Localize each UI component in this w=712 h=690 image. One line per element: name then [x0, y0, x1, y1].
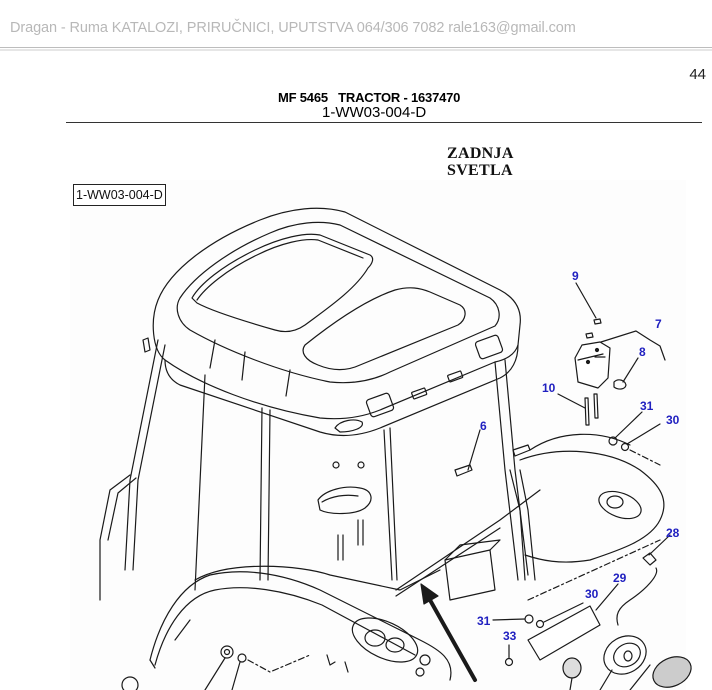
cab-left-glass: [194, 374, 206, 591]
grommet-2: [237, 653, 247, 663]
part-31-nut-upper: [608, 436, 618, 446]
fender-outer: [149, 571, 452, 681]
roof-panel-right: [302, 287, 466, 371]
document-code: 1-WW03-004-D: [322, 104, 427, 121]
part-31-nut-lower: [524, 614, 534, 624]
figure-reference-box: 1-WW03-004-D: [73, 184, 166, 206]
section-title: ZADNJA SVETLA: [447, 145, 514, 179]
part-7-lamp-body: [574, 341, 611, 389]
roof-handle: [334, 419, 363, 433]
grommet-1: [220, 645, 234, 659]
part-30-washer-lower: [535, 619, 545, 629]
cab-body: [99, 339, 541, 601]
cab-roof: [152, 207, 521, 437]
part-10-screw-1: [584, 397, 590, 426]
section-title-line-1: ZADNJA: [447, 145, 514, 162]
fender-front: [149, 619, 191, 669]
callout-31-upper: 31: [640, 399, 654, 413]
callout-30-lower: 30: [585, 587, 599, 601]
callout-28: 28: [666, 526, 680, 540]
header-divider: [0, 47, 712, 48]
mirror-bracket: [317, 461, 372, 561]
roof-panel-left-inner: [196, 238, 364, 301]
callout-7: 7: [655, 317, 662, 331]
callout-8: 8: [639, 345, 646, 359]
rear-panel-bottom: [194, 565, 441, 591]
fender-lamp-ellipse: [351, 617, 419, 663]
callout-9: 9: [572, 269, 579, 283]
roof-vent-2: [447, 370, 464, 383]
roof-vent-1: [411, 387, 428, 400]
callout-10: 10: [542, 381, 556, 395]
part-33-nut: [504, 657, 514, 667]
callout-30-upper: 30: [666, 413, 680, 427]
document-title: MF 5465 TRACTOR - 1637470: [278, 90, 461, 105]
part-29-plate: [527, 605, 601, 661]
part-7-leader: [600, 330, 666, 361]
right-lamp-housing: [598, 490, 642, 520]
page-number: 44: [689, 66, 706, 83]
upper-light-assembly: [557, 282, 666, 466]
roof-front-lip: [164, 344, 519, 437]
fender-lamps: [351, 490, 642, 677]
roof-outer-edge: [152, 207, 521, 420]
watermark-text: Dragan - Ruma KATALOZI, PRIRUČNICI, UPUT…: [10, 20, 576, 36]
wire: [616, 567, 658, 626]
roof-inner-edge: [176, 221, 500, 384]
part-9-nut-2: [585, 332, 594, 339]
rear-pillar-center: [259, 407, 271, 581]
title-divider: [66, 122, 702, 123]
reflector-oval: [652, 656, 692, 688]
callout-31-lower: 31: [477, 614, 491, 628]
callout-33: 33: [503, 629, 517, 643]
part-28-connector: [642, 552, 657, 566]
lower-left-parts: [121, 645, 349, 690]
left-handrail: [99, 474, 137, 601]
large-washer: [121, 676, 139, 690]
rear-panel-right: [519, 450, 665, 563]
part-8-bulb: [613, 379, 627, 390]
reflector-round: [562, 657, 582, 679]
direction-arrow: [420, 583, 477, 682]
lower-light-assembly: [492, 534, 692, 690]
roof-light-right: [474, 334, 504, 360]
right-frame: [509, 469, 536, 581]
callout-29: 29: [613, 571, 627, 585]
left-rear-pillar: [124, 339, 166, 571]
callout-6: 6: [480, 419, 487, 433]
rear-fender: [149, 433, 665, 681]
rear-glass-right-edge: [383, 427, 398, 581]
part-9-nut-1: [593, 318, 602, 325]
roof-panel-left: [191, 233, 374, 333]
section-title-line-2: SVETLA: [447, 162, 513, 179]
fender-inner: [154, 587, 416, 666]
roof-light-left: [365, 392, 395, 418]
part-30-washer-upper: [620, 442, 630, 452]
roof-fittings: [142, 334, 504, 433]
part-10-screw-2: [593, 393, 599, 419]
part-lamp-round: [603, 635, 647, 675]
header-divider-shadow: [0, 49, 712, 51]
light-bracket-assembly: [444, 429, 531, 601]
right-pillar: [494, 359, 529, 581]
